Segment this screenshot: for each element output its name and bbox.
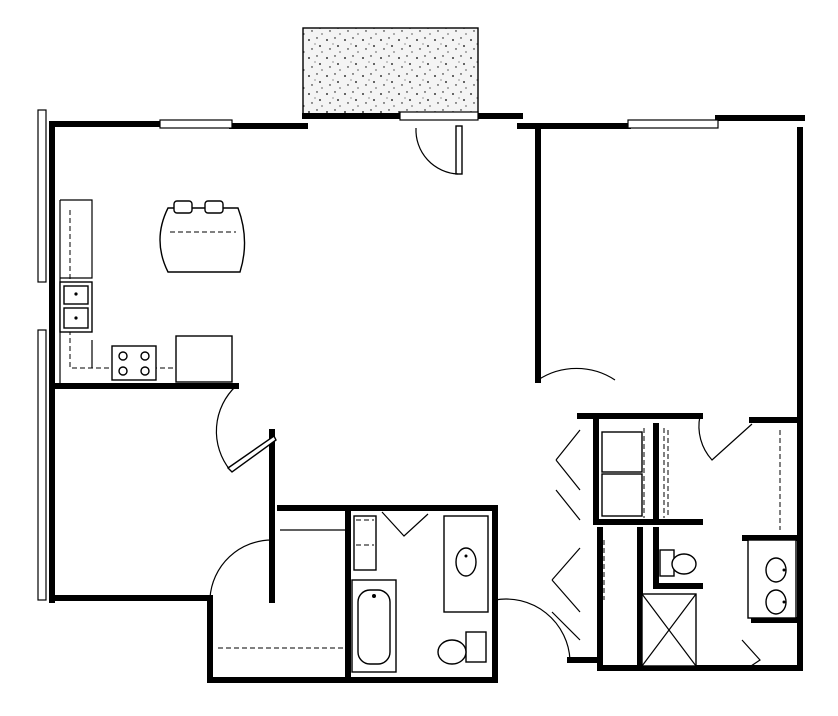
vanity-bath-1 xyxy=(443,515,489,613)
door-swings xyxy=(209,367,753,661)
toilet-icon xyxy=(437,631,487,665)
sink-icon xyxy=(765,557,787,583)
washer-icon xyxy=(601,431,643,473)
toilet-icon xyxy=(659,549,697,577)
interior-walls xyxy=(53,123,803,683)
bathtub-icon xyxy=(351,579,397,673)
dryer-icon xyxy=(601,473,643,517)
stove-icon xyxy=(111,345,157,381)
laundry-area xyxy=(601,428,665,600)
closet-shelves xyxy=(667,430,781,530)
sink-icon xyxy=(455,547,477,577)
entry-door xyxy=(415,125,463,175)
sink-icon xyxy=(765,589,787,615)
island-icon xyxy=(159,200,246,273)
refrigerator-icon xyxy=(175,335,233,383)
patio-icon xyxy=(302,27,479,115)
kitchen-counter xyxy=(59,199,232,386)
vanity-bath-2 xyxy=(747,539,797,619)
linen-closet xyxy=(353,515,377,571)
windows xyxy=(37,109,719,601)
shower-icon xyxy=(641,593,697,667)
